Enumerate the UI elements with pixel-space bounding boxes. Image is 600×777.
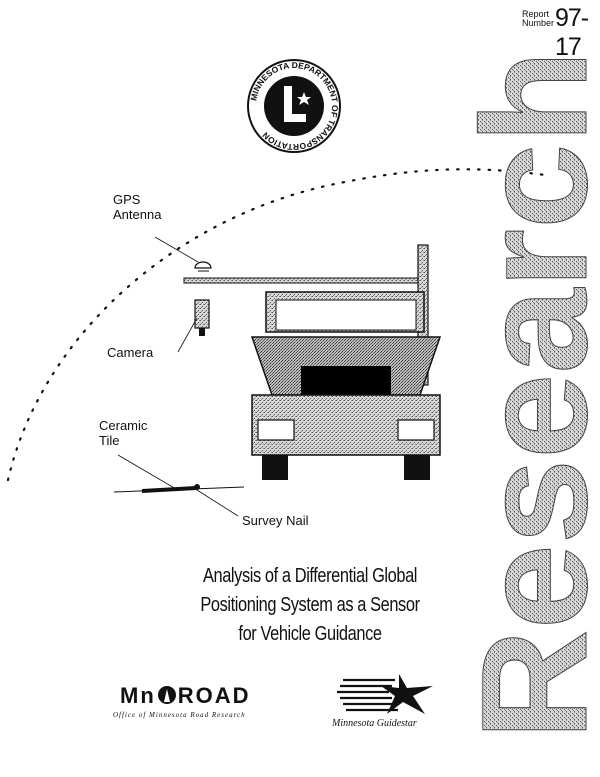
title-line3: for Vehicle Guidance <box>238 623 382 645</box>
gps-leader-line <box>154 236 199 263</box>
research-banner-text: Research <box>458 50 600 740</box>
gps-antenna-label: GPS Antenna <box>113 192 161 222</box>
ceramic-tile-label: Ceramic Tile <box>99 418 147 448</box>
report-number: 97-17 <box>555 4 589 61</box>
title-line1: Analysis of a Differential Global <box>202 565 418 587</box>
gps-label-line2: Antenna <box>113 207 162 222</box>
mnroad-right-text: ROAD <box>177 683 251 708</box>
mnroad-left-text: Mn <box>120 683 156 708</box>
report-label-line1: Report <box>522 9 550 19</box>
gps-label-line1: GPS <box>113 192 141 207</box>
report-number-label: Report Number <box>522 10 554 28</box>
research-banner: Research <box>458 50 600 741</box>
nail-leader-line <box>196 489 239 517</box>
ceramic-tile-icon <box>141 486 197 493</box>
camera-leader-line <box>177 317 198 353</box>
survey-nail-label: Survey Nail <box>242 513 309 528</box>
ceramic-label-line2: Tile <box>99 433 120 448</box>
mnroad-subtitle: Office of Minnesota Road Research <box>113 711 246 719</box>
camera-icon <box>194 299 210 329</box>
mnroad-logo: Mn ROAD <box>120 683 251 709</box>
mndot-seal-icon: MINNESOTA DEPARTMENT OF TRANSPORTATION <box>247 59 341 153</box>
guidestar-text: Minnesota Guidestar <box>332 718 417 729</box>
truck-icon <box>250 244 442 480</box>
roof-bar <box>183 277 423 284</box>
guidestar-logo-icon <box>337 674 433 714</box>
vehicle-diagram <box>6 168 547 517</box>
ceramic-leader-line <box>117 454 177 490</box>
report-title: Analysis of a Differential Global Positi… <box>179 562 441 649</box>
report-label-line2: Number <box>522 18 555 28</box>
title-line2: Positioning System as a Sensor <box>200 594 420 616</box>
ceramic-label-line1: Ceramic <box>99 418 148 433</box>
mnroad-road-icon <box>157 686 176 704</box>
camera-label: Camera <box>107 345 154 360</box>
gps-antenna-icon <box>194 261 212 269</box>
survey-nail-icon <box>194 484 200 490</box>
